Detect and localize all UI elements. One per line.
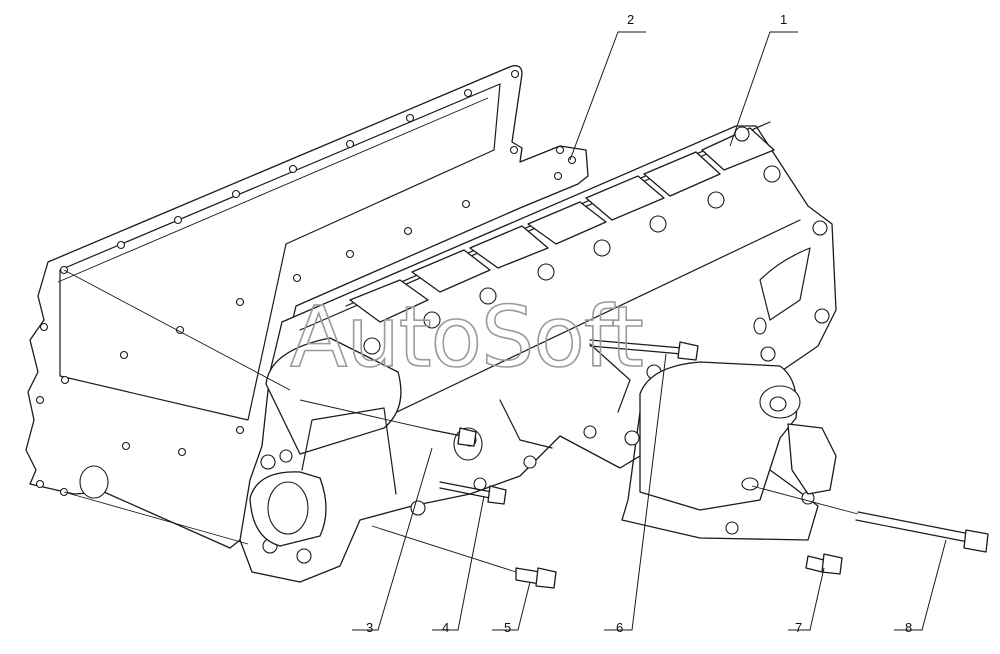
leader-6 bbox=[604, 353, 667, 631]
callout-8: 8 bbox=[905, 620, 912, 635]
leader-7 bbox=[788, 567, 825, 631]
leader-3 bbox=[352, 447, 433, 631]
bolt-part-4 bbox=[439, 481, 507, 505]
leader-4 bbox=[432, 495, 485, 631]
bolt-part-7 bbox=[805, 553, 843, 575]
bolt-part-3 bbox=[431, 427, 477, 447]
callout-7: 7 bbox=[795, 620, 802, 635]
housing-part-1 bbox=[239, 121, 837, 583]
callout-leaders bbox=[352, 31, 947, 631]
bolt-part-8 bbox=[855, 511, 989, 553]
leader-5 bbox=[492, 581, 531, 631]
callout-4: 4 bbox=[442, 620, 449, 635]
housing-ribs bbox=[349, 127, 775, 323]
leader-8 bbox=[894, 539, 947, 631]
gasket-holes bbox=[35, 69, 577, 499]
bolt-part-5 bbox=[515, 567, 557, 589]
callout-1: 1 bbox=[780, 12, 787, 27]
leader-1 bbox=[729, 31, 798, 147]
callout-labels: 1 2 3 4 5 6 7 8 bbox=[366, 12, 912, 635]
callout-2: 2 bbox=[627, 12, 634, 27]
bolt-part-6 bbox=[589, 339, 699, 361]
leader-2 bbox=[569, 31, 646, 161]
watermark: AutoSoft bbox=[290, 288, 643, 386]
gasket-part-2 bbox=[25, 65, 589, 549]
callout-5: 5 bbox=[504, 620, 511, 635]
callout-3: 3 bbox=[366, 620, 373, 635]
callout-6: 6 bbox=[616, 620, 623, 635]
assembly-centerlines bbox=[63, 269, 859, 573]
